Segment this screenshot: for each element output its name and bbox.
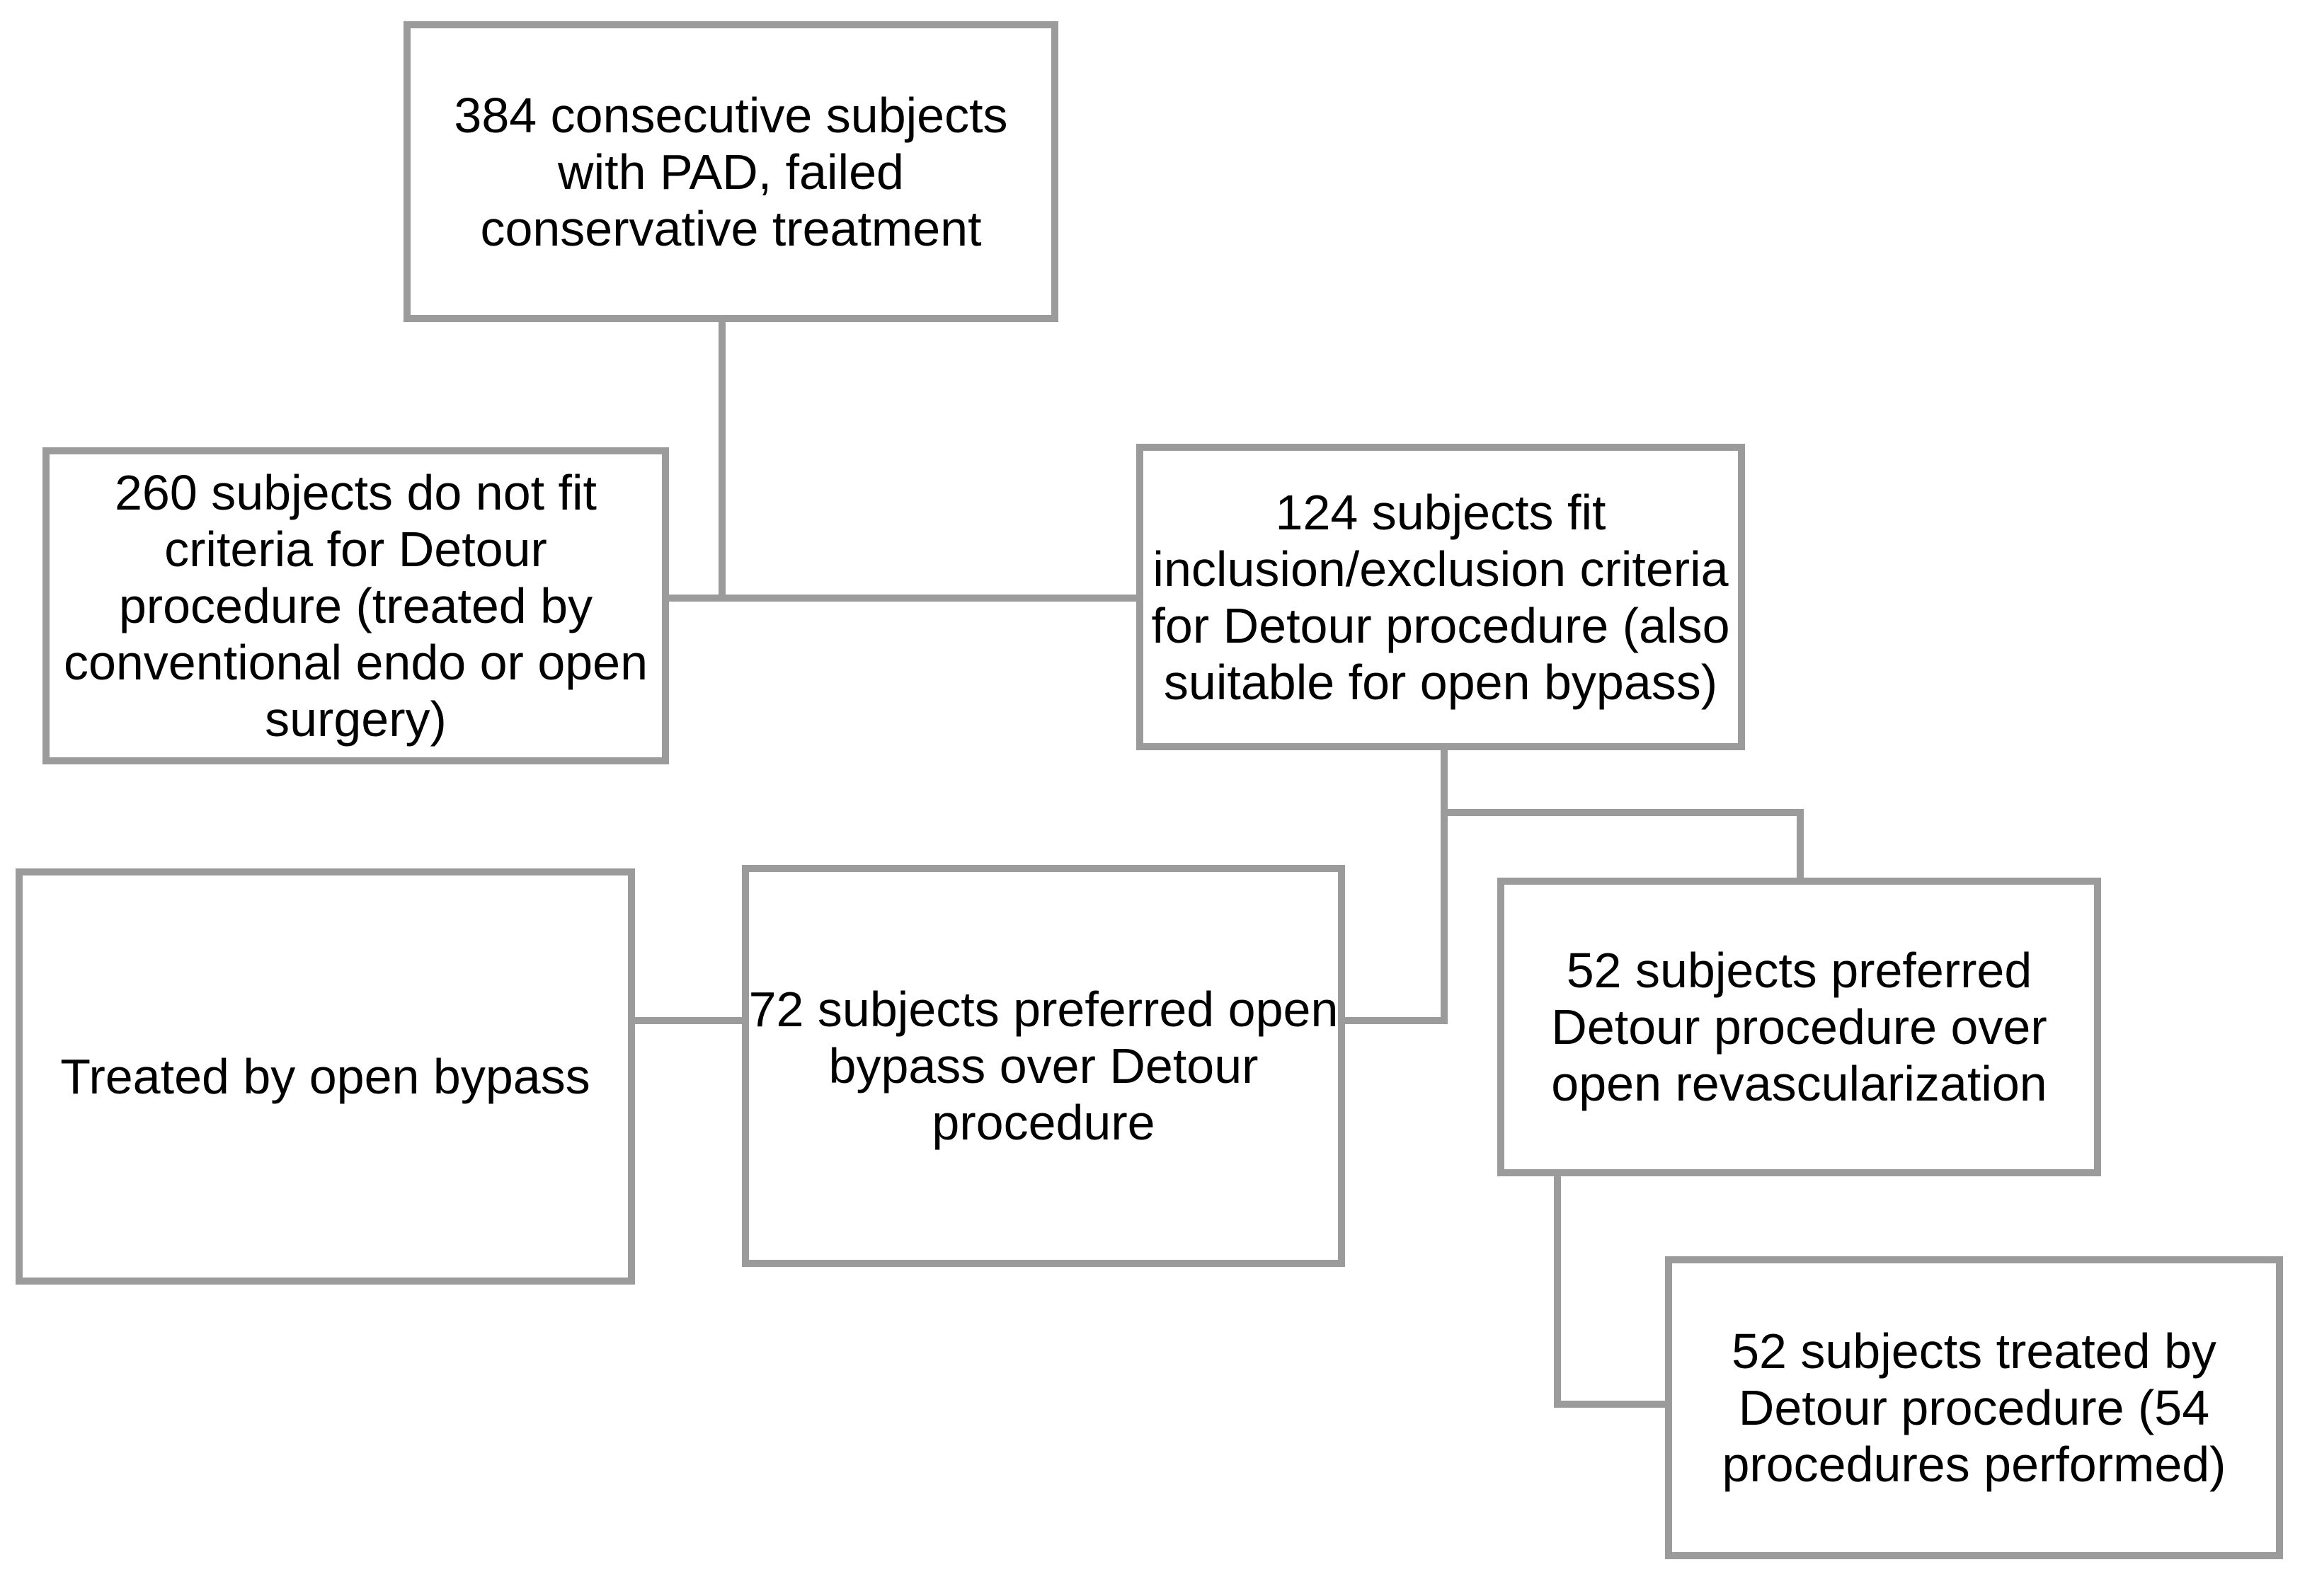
node-text: Treated by open bypass (60, 1048, 590, 1105)
node-text-line: procedure (treated by (118, 578, 593, 633)
node-text-line: 384 consecutive subjects (454, 87, 1008, 143)
node-text-line: with PAD, failed (558, 144, 904, 200)
node-text-line: 260 subjects do not fit (114, 465, 597, 520)
node-text-line: surgery) (265, 691, 447, 747)
node-text-line: Treated by open bypass (60, 1049, 590, 1104)
connector-260-to-124 (665, 595, 1140, 602)
node-text-line: conservative treatment (480, 200, 982, 256)
node-52-preferred-detour: 52 subjects preferred Detour procedure o… (1497, 878, 2101, 1176)
node-text-line: conventional endo or open (63, 635, 648, 690)
connector-52preferred-down (1554, 1173, 1561, 1408)
node-384-consecutive-subjects: 384 consecutive subjects with PAD, faile… (404, 21, 1058, 322)
node-text: 52 subjects treated by Detour procedure … (1722, 1323, 2226, 1493)
connector-branch-right (1441, 809, 1804, 816)
connector-openbypass-to-72 (630, 1017, 747, 1024)
node-text-line: 52 subjects treated by (1732, 1324, 2216, 1379)
node-52-treated-by-detour: 52 subjects treated by Detour procedure … (1665, 1256, 2283, 1559)
node-text-line: criteria for Detour (164, 522, 547, 577)
connector-52preferred-to-52treated (1554, 1401, 1671, 1408)
connector-branch-down-to-52 (1797, 809, 1804, 880)
node-text-line: Detour procedure (54 (1738, 1380, 2210, 1435)
connector-72-right (1341, 1017, 1448, 1024)
node-text-line: 52 subjects preferred (1566, 943, 2032, 998)
node-text: 124 subjects fit inclusion/exclusion cri… (1151, 484, 1729, 711)
node-text-line: 124 subjects fit (1275, 484, 1606, 540)
node-text-line: suitable for open bypass) (1163, 654, 1718, 710)
node-260-do-not-fit-criteria: 260 subjects do not fit criteria for Det… (42, 447, 669, 764)
node-text-line: procedures performed) (1722, 1437, 2226, 1492)
node-text: 72 subjects preferred open bypass over D… (749, 981, 1339, 1151)
node-treated-by-open-bypass: Treated by open bypass (16, 868, 635, 1285)
node-text-line: open revascularization (1551, 1056, 2047, 1111)
node-text-line: 72 subjects preferred open (748, 982, 1339, 1037)
node-text: 260 subjects do not fit criteria for Det… (64, 464, 648, 747)
node-text: 52 subjects preferred Detour procedure o… (1551, 942, 2047, 1112)
connector-384-down (719, 318, 726, 602)
node-text-line: procedure (932, 1095, 1155, 1150)
node-text-line: Detour procedure over (1551, 999, 2047, 1055)
node-text: 384 consecutive subjects with PAD, faile… (454, 87, 1007, 257)
node-124-fit-criteria: 124 subjects fit inclusion/exclusion cri… (1136, 444, 1745, 750)
node-text-line: bypass over Detour (828, 1038, 1259, 1093)
connector-124-down (1441, 747, 1448, 1024)
node-text-line: inclusion/exclusion criteria (1152, 541, 1729, 597)
node-72-preferred-open-bypass: 72 subjects preferred open bypass over D… (742, 865, 1345, 1267)
node-text-line: for Detour procedure (also (1151, 597, 1730, 653)
